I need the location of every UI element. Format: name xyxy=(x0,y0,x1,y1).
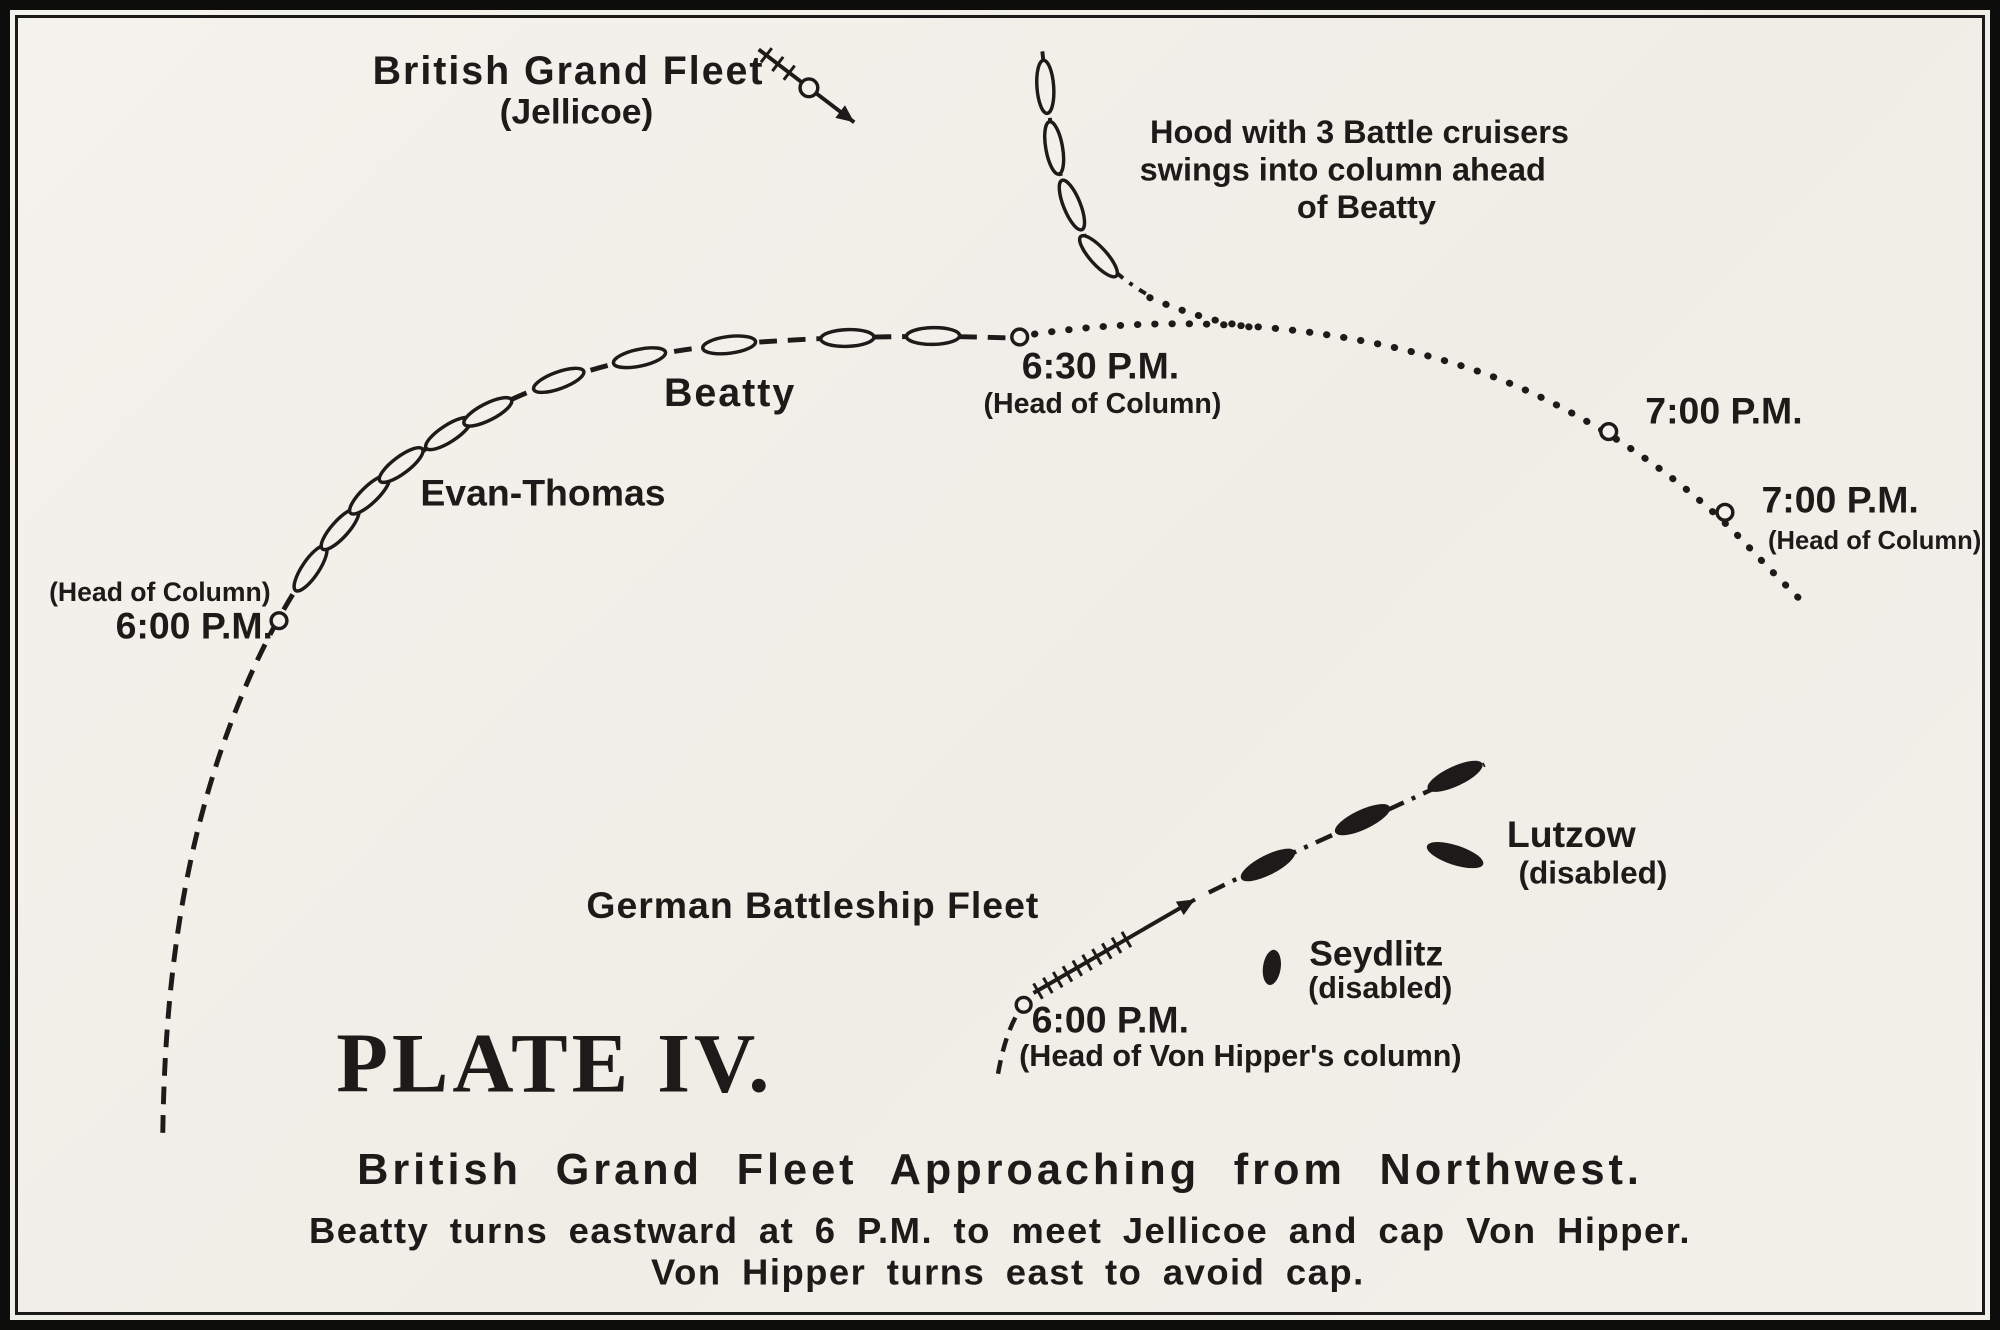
lutzow-ship-icon xyxy=(1426,842,1484,869)
label-head-of-column-700: (Head of Column) xyxy=(1768,527,1981,555)
british-ship-icon xyxy=(529,361,589,400)
label-head-of-column-630: (Head of Column) xyxy=(983,388,1221,420)
caption-line-1: Beatty turns eastward at 6 P.M. to meet … xyxy=(309,1210,1691,1251)
dotted-track-line xyxy=(1031,320,1814,613)
label-german-fleet: German Battleship Fleet xyxy=(586,884,1039,926)
arrow-feathers xyxy=(1032,931,1133,1000)
british-ship-icon xyxy=(1039,118,1069,178)
von-hipper-upper-dashes xyxy=(1207,762,1486,895)
beatty-track-line xyxy=(160,334,1010,1133)
hood-track xyxy=(1033,51,1255,331)
british-ship-icon xyxy=(818,326,876,350)
label-hood-line1: Hood with 3 Battle cruisers xyxy=(1150,114,1569,150)
label-von-hipper-head: (Head of Von Hipper's column) xyxy=(1019,1039,1461,1073)
british-ship-icon xyxy=(458,390,518,434)
plate-number: PLATE IV. xyxy=(336,1017,773,1110)
arrowhead-icon xyxy=(835,105,855,123)
arrow-feather xyxy=(782,64,796,81)
label-time-700-head: 7:00 P.M. xyxy=(1762,478,1919,520)
label-time-700: 7:00 P.M. xyxy=(1645,390,1802,432)
label-beatty: Beatty xyxy=(664,371,796,415)
british-ship-icon xyxy=(1052,175,1092,235)
british-ship-icon xyxy=(1033,57,1058,116)
grand-fleet-dotted-track xyxy=(1031,320,1814,613)
british-ship-column xyxy=(286,325,962,597)
jellicoe-course-arrow xyxy=(757,47,856,124)
label-time-600-west: 6:00 P.M. xyxy=(116,604,273,646)
british-ship-icon xyxy=(1072,229,1125,284)
position-marker-600pm-west xyxy=(269,611,289,631)
arrowhead-icon xyxy=(1175,899,1196,916)
label-seydlitz-status: (disabled) xyxy=(1308,971,1452,1005)
position-marker-630pm xyxy=(1010,327,1030,347)
hood-ship-column xyxy=(1033,57,1125,284)
label-hood-line2: swings into column ahead xyxy=(1140,151,1546,187)
german-ship-icon xyxy=(1236,842,1299,888)
arrow-feather xyxy=(759,47,773,64)
seydlitz-ship-icon xyxy=(1262,949,1281,985)
british-ship-icon xyxy=(699,331,759,359)
label-time-600-german: 6:00 P.M. xyxy=(1032,998,1189,1040)
british-ship-icon xyxy=(904,325,962,347)
label-lutzow: Lutzow xyxy=(1507,813,1637,855)
label-evan-thomas: Evan-Thomas xyxy=(420,471,665,513)
german-ship-icon xyxy=(1423,754,1487,798)
label-seydlitz: Seydlitz xyxy=(1309,933,1443,973)
label-lutzow-status: (disabled) xyxy=(1519,855,1668,891)
arrow-feather xyxy=(771,55,785,72)
fleet-position-circle xyxy=(798,77,820,99)
hood-joining-dots xyxy=(1146,294,1255,331)
diagram-title: British Grand Fleet Approaching from Nor… xyxy=(357,1146,1643,1194)
position-marker-700pm xyxy=(1599,421,1619,442)
arrow-shaft xyxy=(1032,897,1197,995)
british-ship-icon xyxy=(610,342,669,374)
von-hipper-lower-dashes xyxy=(995,1005,1024,1075)
position-marker-700pm-head xyxy=(1715,502,1735,522)
beatty-track xyxy=(160,325,1030,1133)
label-jellicoe: (Jellicoe) xyxy=(500,91,654,131)
label-british-grand-fleet: British Grand Fleet xyxy=(373,49,765,93)
german-ship-icon xyxy=(1331,798,1394,842)
label-head-of-column-west: (Head of Column) xyxy=(49,577,270,607)
battle-diagram: British Grand Fleet (Jellicoe) Hood with… xyxy=(49,47,1981,1293)
position-marker-600pm-german xyxy=(1014,995,1033,1014)
german-ship-column xyxy=(1236,754,1487,888)
von-hipper-track xyxy=(995,754,1487,1075)
label-time-630: 6:30 P.M. xyxy=(1022,344,1179,386)
label-hood-line3: of Beatty xyxy=(1297,189,1436,225)
caption-line-2: Von Hipper turns east to avoid cap. xyxy=(651,1252,1365,1293)
